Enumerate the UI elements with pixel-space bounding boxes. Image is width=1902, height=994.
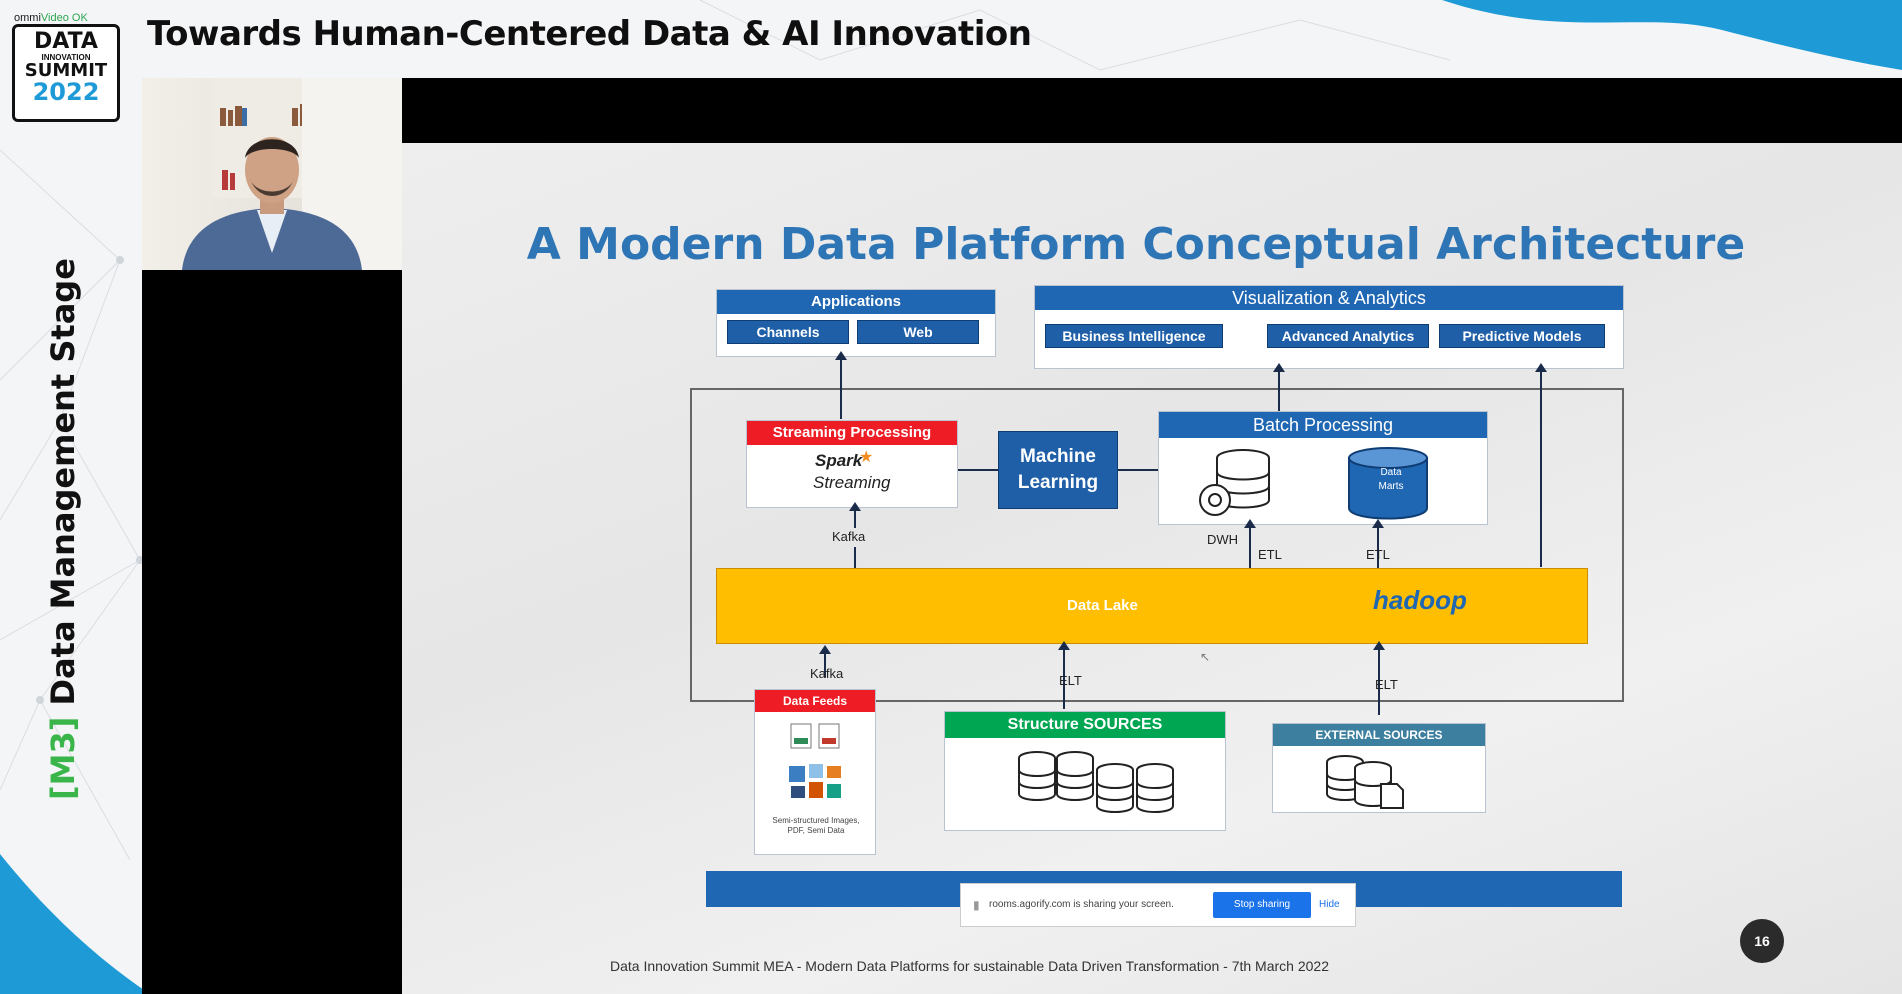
visualization-box: Visualization & Analytics Business Intel…: [1034, 285, 1624, 369]
batch-processing-box: Batch Processing Data Marts: [1158, 411, 1488, 525]
structured-databases-icon: [1018, 751, 1174, 813]
lake-to-viz-arrow: [1535, 363, 1547, 567]
external-sources-box: EXTERNAL SOURCES: [1272, 723, 1486, 813]
document-files-icon: [790, 723, 840, 749]
ml-to-streaming-arrow: [958, 469, 998, 471]
speaker-figure-icon: [182, 78, 402, 270]
data-lake-label: Data Lake: [1067, 597, 1138, 614]
event-header-title: Towards Human-Centered Data & AI Innovat…: [147, 14, 1032, 54]
streaming-to-apps-arrow: [835, 351, 847, 419]
machine-learning-line2: Learning: [1017, 472, 1099, 493]
etl-arrow-1: [1244, 519, 1256, 568]
structure-sources-box: Structure SOURCES: [944, 711, 1226, 831]
platform-frame: [690, 388, 1624, 702]
speaker-video[interactable]: [142, 78, 402, 270]
stage-label: [M3] Data Management Stage: [44, 258, 82, 800]
batch-to-viz-arrow: [1273, 363, 1285, 411]
dwh-database-gear-icon: [1199, 449, 1270, 516]
logo-line-data: DATA: [34, 29, 98, 54]
kafka-connector-line: [854, 547, 856, 568]
kafka-bottom-label: Kafka: [810, 666, 844, 681]
presentation-slide: A Modern Data Platform Conceptual Archit…: [402, 143, 1902, 994]
kafka-up-arrow: [849, 502, 861, 528]
stop-sharing-button[interactable]: Stop sharing: [1213, 892, 1311, 918]
stage-tag: [M3]: [44, 716, 82, 800]
external-database-file-icon: [1326, 755, 1404, 809]
data-marts-label: Data Marts: [1378, 467, 1404, 492]
external-sources-title: EXTERNAL SOURCES: [1273, 724, 1485, 746]
logo-line-innovation: INNOVATION: [41, 53, 91, 62]
applications-box: Applications Channels Web: [716, 289, 996, 357]
streaming-processing-box: Streaming Processing Spark ★ Streaming: [746, 420, 958, 508]
kafka-top-label: Kafka: [832, 529, 866, 544]
data-lake-bar: Data Lake hadoop: [716, 568, 1588, 644]
bottom-wave-decoration: [0, 854, 150, 994]
machine-learning-box: Machine Learning: [998, 431, 1118, 509]
watermark-prefix: ommi: [14, 12, 41, 24]
slide-footer: Data Innovation Summit MEA - Modern Data…: [610, 958, 1329, 974]
data-marts-cylinder-icon: [1348, 447, 1428, 520]
video-watermark: ommiVideo OK: [14, 12, 88, 24]
web-pill: Web: [857, 320, 979, 344]
ml-to-batch-arrow: [1118, 469, 1158, 471]
machine-learning-line1: Machine: [1019, 446, 1097, 467]
channels-pill: Channels: [727, 320, 849, 344]
top-wave-decoration: [1442, 0, 1902, 70]
logo-line-year: 2022: [32, 78, 100, 106]
elt-label-2: ELT: [1375, 677, 1398, 692]
etl-arrow-2: [1372, 519, 1384, 568]
streaming-processing-title: Streaming Processing: [747, 421, 957, 445]
slide-page-number: 16: [1740, 919, 1784, 963]
spark-logo-line1: Spark: [815, 451, 863, 470]
structure-to-lake-arrow: [1058, 641, 1070, 709]
structure-sources-title: Structure SOURCES: [945, 712, 1225, 738]
watermark-suffix: Video OK: [40, 12, 88, 24]
visualization-title: Visualization & Analytics: [1035, 286, 1623, 310]
hide-button[interactable]: Hide: [1319, 899, 1340, 910]
applications-title: Applications: [717, 290, 995, 314]
external-to-lake-arrow: [1373, 641, 1385, 715]
screen-share-notification: ▮ rooms.agorify.com is sharing your scre…: [960, 883, 1356, 927]
share-indicator-icon: ▮: [973, 898, 980, 912]
dwh-label: DWH: [1207, 532, 1239, 547]
batch-processing-title: Batch Processing: [1159, 412, 1487, 438]
data-feeds-box: Data Feeds Semi-structured Images, PDF, …: [754, 689, 876, 855]
predictive-models-pill: Predictive Models: [1439, 324, 1605, 348]
data-feeds-title: Data Feeds: [755, 690, 875, 712]
mouse-cursor-icon: ↖: [1200, 650, 1211, 664]
spark-logo-line2: Streaming: [813, 473, 891, 492]
logo-line-summit: SUMMIT: [24, 60, 108, 81]
media-collage-icon: [789, 764, 841, 798]
stage-name: Data Management Stage: [44, 258, 82, 706]
feeds-to-lake-arrow: [819, 645, 831, 677]
etl-label-2: ETL: [1366, 547, 1390, 562]
data-feeds-caption: Semi-structured Images, PDF, Semi Data: [772, 816, 860, 835]
summit-logo: DATA INNOVATION SUMMIT 2022: [12, 24, 120, 122]
share-message: rooms.agorify.com is sharing your screen…: [989, 899, 1174, 910]
advanced-analytics-pill: Advanced Analytics: [1267, 324, 1429, 348]
etl-label-1: ETL: [1258, 547, 1282, 562]
spark-star-icon: ★: [859, 449, 874, 466]
business-intelligence-pill: Business Intelligence: [1045, 324, 1223, 348]
elt-label-1: ELT: [1059, 673, 1082, 688]
slide-title: A Modern Data Platform Conceptual Archit…: [526, 219, 1746, 270]
hadoop-logo: hadoop: [1373, 585, 1467, 615]
